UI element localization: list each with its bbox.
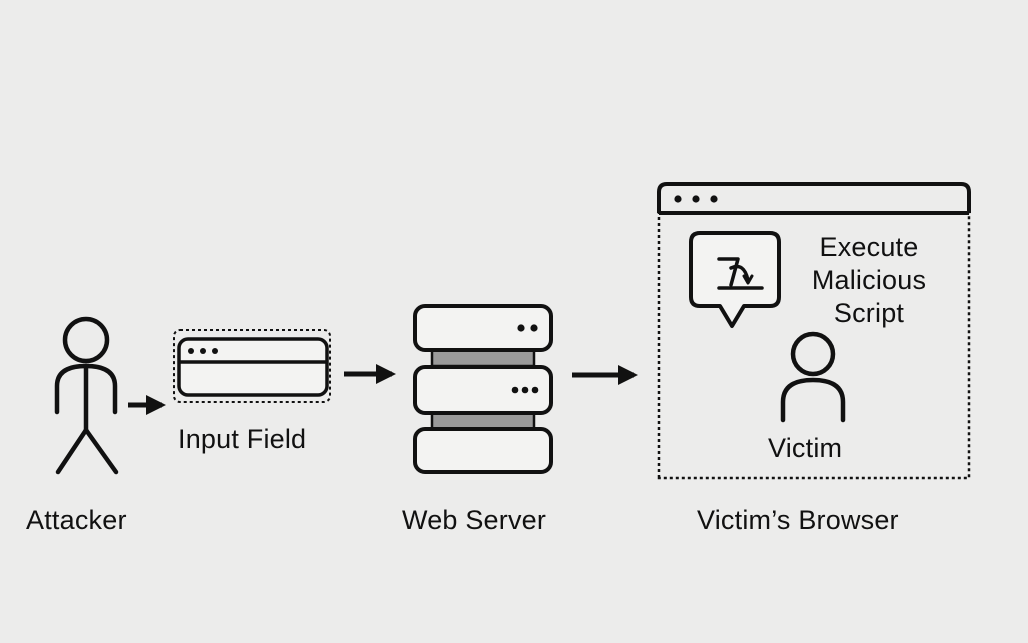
server-stack-icon [413,304,553,474]
script-line: Script [833,298,905,328]
person-icon [780,331,846,423]
web-server-label: Web Server [402,505,547,535]
execute-malicious-script-label: Execute Malicious Script [790,231,948,330]
input-field-label: Input Field [178,424,307,454]
malicious-line: Malicious [811,265,927,295]
stick-figure-icon [54,316,119,475]
victim-label: Victim [768,433,843,463]
attacker-label: Attacker [26,505,127,535]
browser-window-icon [657,182,971,480]
input-window-icon [173,329,331,403]
victims-browser-label: Victim’s Browser [697,505,899,535]
execute-line: Execute [819,232,919,262]
script-speech-bubble-icon [689,231,781,328]
